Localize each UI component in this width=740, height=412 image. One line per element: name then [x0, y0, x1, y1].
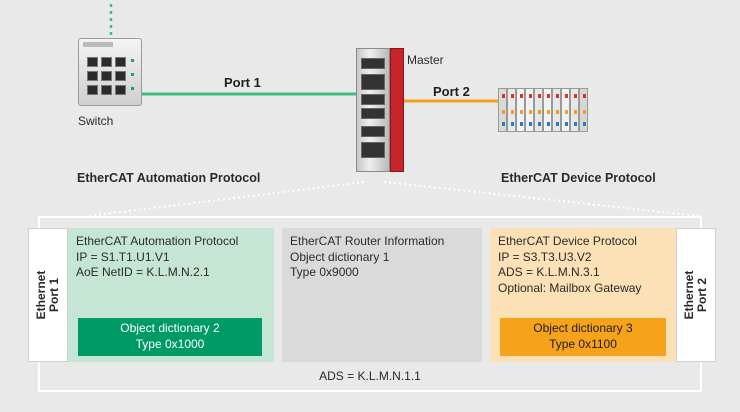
switch-label: Switch: [78, 114, 114, 128]
device-protocol-heading: EtherCAT Device Protocol: [501, 171, 656, 185]
object-dictionary-2-box: Object dictionary 2 Type 0x1000: [78, 318, 262, 356]
panel-line: EtherCAT Router Information: [290, 234, 445, 248]
ethernet-port1-box: Ethernet Port 1: [28, 228, 68, 362]
router-information-panel: EtherCAT Router Information Object dicti…: [282, 228, 482, 362]
panel-line: ADS = K.L.M.N.3.1: [498, 265, 600, 279]
automation-protocol-heading: EtherCAT Automation Protocol: [77, 171, 261, 185]
ethernet-port2-box: Ethernet Port 2: [676, 228, 716, 362]
ethernet-port2-label: Ethernet Port 2: [682, 270, 709, 320]
master-device-image: [356, 48, 404, 172]
panel-line: EtherCAT Device Protocol: [498, 234, 637, 248]
switch-device-image: [78, 38, 142, 106]
port1-label: Port 1: [224, 75, 261, 90]
port2-label: Port 2: [433, 84, 470, 99]
panel-line: EtherCAT Automation Protocol: [76, 234, 239, 248]
ethernet-port1-label: Ethernet Port 1: [34, 270, 61, 320]
master-label: Master: [407, 53, 444, 67]
panel-line: Object dictionary 1: [290, 249, 390, 264]
panel-line: IP = S1.T1.U1.V1: [76, 249, 170, 264]
panel-line: Optional: Mailbox Gateway: [498, 280, 642, 295]
io-terminals-image: [498, 88, 594, 132]
panel-line: Type 0x9000: [290, 265, 359, 279]
object-dictionary-3-box: Object dictionary 3 Type 0x1100: [500, 318, 666, 356]
panel-line: IP = S3.T3.U3.V2: [498, 249, 592, 264]
panel-line: AoE NetID = K.L.M.N.2.1: [76, 265, 210, 279]
ads-label: ADS = K.L.M.N.1.1: [319, 369, 421, 383]
